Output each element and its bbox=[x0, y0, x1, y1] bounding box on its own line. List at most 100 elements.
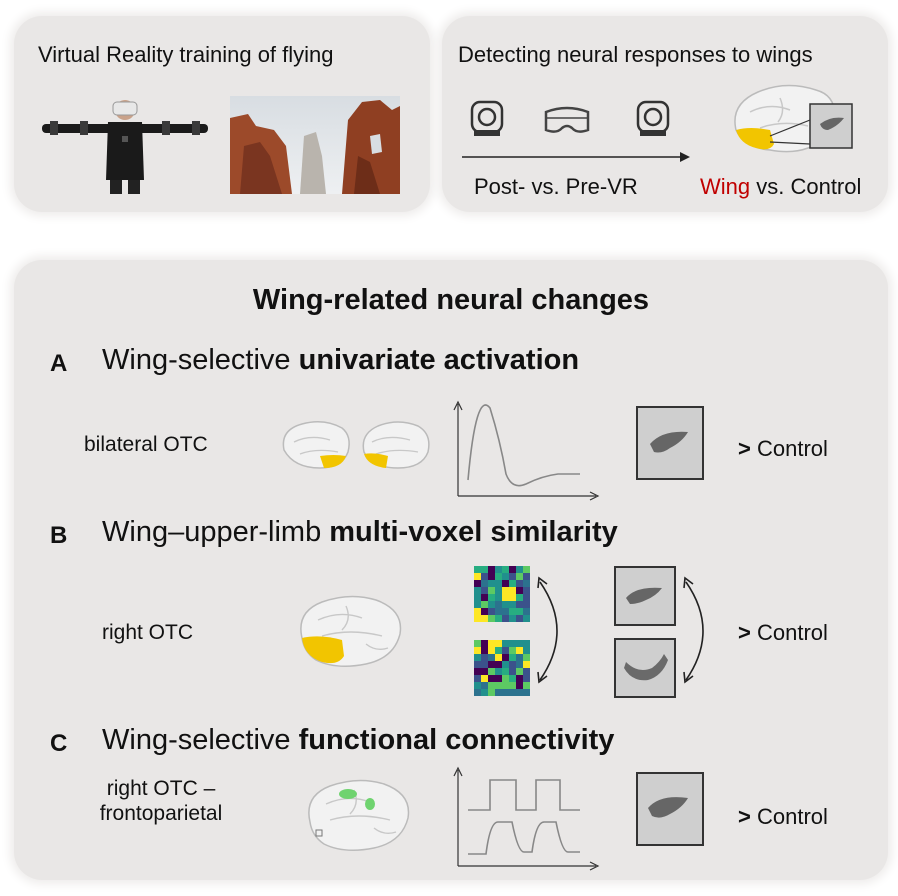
contrast-rest: vs. Control bbox=[750, 174, 862, 199]
matrix-cell bbox=[509, 640, 516, 647]
matrix-cell bbox=[488, 608, 495, 615]
matrix-cell bbox=[502, 615, 509, 622]
matrix-cell bbox=[502, 594, 509, 601]
matrix-cell bbox=[523, 587, 530, 594]
matrix-cell bbox=[509, 601, 516, 608]
neural-changes-panel: Wing-related neural changes A Wing-selec… bbox=[14, 260, 888, 880]
row-b-heading-bold: multi-voxel similarity bbox=[329, 516, 618, 548]
matrix-cell bbox=[509, 608, 516, 615]
matrix-cell bbox=[516, 608, 523, 615]
matrix-cell bbox=[509, 668, 516, 675]
matrix-cell bbox=[516, 654, 523, 661]
row-c-heading: Wing-selective functional connectivity bbox=[102, 724, 614, 757]
wing-stimulus bbox=[636, 772, 704, 846]
matrix-cell bbox=[523, 566, 530, 573]
matrix-cell bbox=[488, 675, 495, 682]
matrix-cell bbox=[509, 682, 516, 689]
matrix-cell bbox=[495, 587, 502, 594]
matrix-cell bbox=[495, 682, 502, 689]
matrix-cell bbox=[474, 601, 481, 608]
matrix-cell bbox=[481, 675, 488, 682]
neural-detection-panel: Detecting neural responses to wings Post… bbox=[442, 16, 888, 212]
matrix-cell bbox=[495, 647, 502, 654]
matrix-cell bbox=[523, 608, 530, 615]
matrix-cell bbox=[516, 682, 523, 689]
timeline-arrow bbox=[462, 152, 690, 162]
connectivity-timecourse-plot bbox=[453, 766, 600, 871]
vr-user-figure bbox=[42, 100, 208, 194]
matrix-cell bbox=[495, 580, 502, 587]
matrix-cell bbox=[481, 647, 488, 654]
matrix-cell bbox=[474, 580, 481, 587]
matrix-cell bbox=[523, 647, 530, 654]
matrix-cell bbox=[495, 601, 502, 608]
hrf-plot bbox=[453, 400, 600, 501]
matrix-cell bbox=[488, 689, 495, 696]
arm-stimulus bbox=[614, 638, 676, 698]
matrix-cell bbox=[509, 594, 516, 601]
row-b-control: > Control bbox=[738, 620, 828, 645]
matrix-cell bbox=[488, 647, 495, 654]
matrix-cell bbox=[502, 647, 509, 654]
matrix-cell bbox=[509, 566, 516, 573]
matrix-cell bbox=[495, 608, 502, 615]
matrix-cell bbox=[474, 566, 481, 573]
matrix-cell bbox=[481, 615, 488, 622]
contrast-wing-word: Wing bbox=[700, 174, 751, 199]
timeline-label: Post- vs. Pre-VR bbox=[474, 174, 638, 199]
matrix-cell bbox=[502, 668, 509, 675]
contrast-label: Wing vs. Control bbox=[700, 174, 861, 200]
matrix-cell bbox=[481, 654, 488, 661]
matrix-cell bbox=[488, 682, 495, 689]
matrix-cell bbox=[516, 675, 523, 682]
row-c-heading-plain: Wing-selective bbox=[102, 724, 299, 756]
matrix-cell bbox=[495, 615, 502, 622]
matrix-cell bbox=[502, 601, 509, 608]
brain-icon bbox=[300, 595, 402, 667]
matrix-cell bbox=[488, 587, 495, 594]
matrix-cell bbox=[495, 573, 502, 580]
matrix-cell bbox=[474, 689, 481, 696]
matrix-cell bbox=[509, 654, 516, 661]
similarity-matrix bbox=[474, 640, 530, 696]
row-a-control: > Control bbox=[738, 436, 828, 461]
matrix-cell bbox=[474, 587, 481, 594]
matrix-cell bbox=[516, 587, 523, 594]
matrix-cell bbox=[502, 608, 509, 615]
matrix-cell bbox=[495, 689, 502, 696]
matrix-cell bbox=[516, 661, 523, 668]
matrix-cell bbox=[495, 661, 502, 668]
matrix-cell bbox=[481, 682, 488, 689]
brain-icon bbox=[282, 421, 430, 469]
brain-icon bbox=[308, 779, 410, 851]
matrix-cell bbox=[474, 594, 481, 601]
similarity-matrix bbox=[474, 566, 530, 622]
matrix-cell bbox=[474, 675, 481, 682]
row-b-heading: Wing–upper-limb multi-voxel similarity bbox=[102, 516, 618, 549]
matrix-cell bbox=[516, 640, 523, 647]
matrix-cell bbox=[509, 573, 516, 580]
row-b-region: right OTC bbox=[102, 621, 194, 644]
matrix-cell bbox=[516, 580, 523, 587]
matrix-cell bbox=[523, 661, 530, 668]
matrix-cell bbox=[474, 661, 481, 668]
matrix-cell bbox=[516, 594, 523, 601]
matrix-cell bbox=[523, 675, 530, 682]
matrix-cell bbox=[495, 675, 502, 682]
matrix-cell bbox=[481, 661, 488, 668]
matrix-cell bbox=[523, 580, 530, 587]
matrix-cell bbox=[481, 640, 488, 647]
matrix-cell bbox=[516, 689, 523, 696]
matrix-cell bbox=[495, 640, 502, 647]
matrix-cell bbox=[481, 689, 488, 696]
matrix-cell bbox=[495, 566, 502, 573]
neural-detection-title: Detecting neural responses to wings bbox=[458, 42, 813, 67]
canyon-scene bbox=[230, 96, 400, 194]
matrix-cell bbox=[523, 668, 530, 675]
matrix-cell bbox=[509, 661, 516, 668]
matrix-cell bbox=[474, 654, 481, 661]
matrix-cell bbox=[502, 682, 509, 689]
row-c-heading-bold: functional connectivity bbox=[298, 724, 615, 756]
matrix-cell bbox=[523, 594, 530, 601]
wing-stimulus bbox=[614, 566, 676, 626]
